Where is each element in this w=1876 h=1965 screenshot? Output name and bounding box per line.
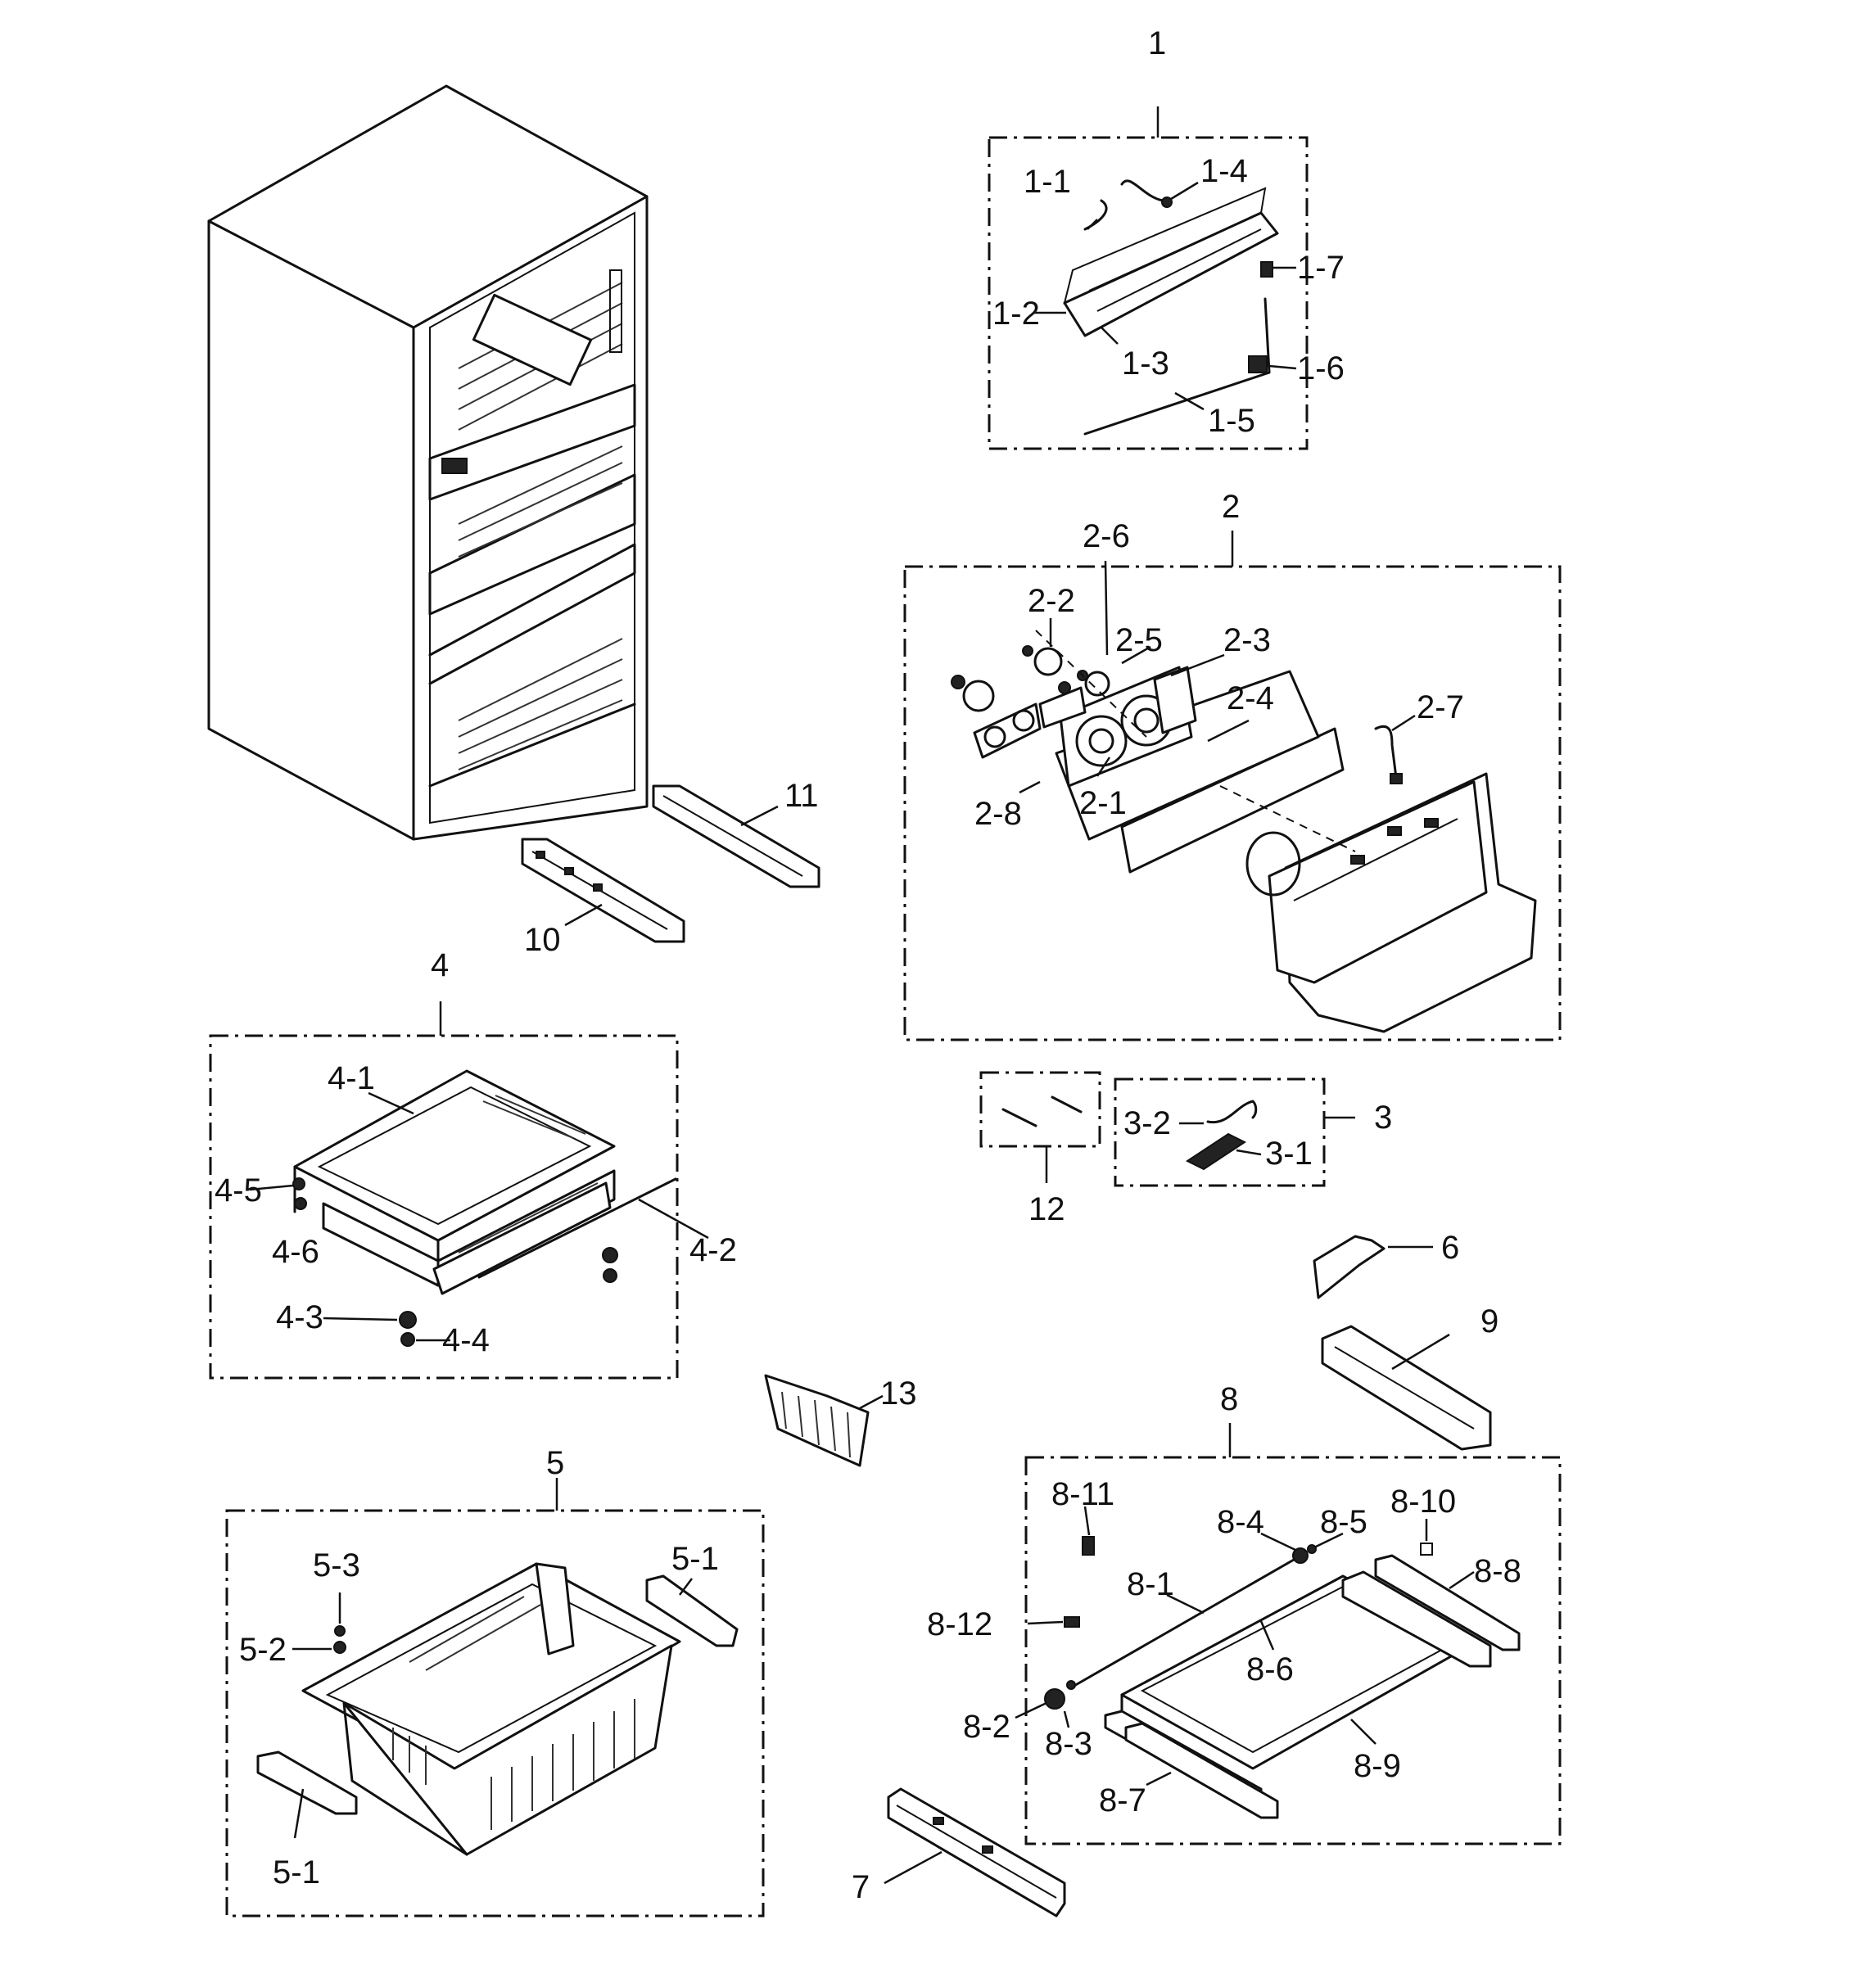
label-3: 3 — [1374, 1100, 1392, 1136]
part-12: 12 — [979, 1071, 1101, 1227]
label-8-7: 8-7 — [1099, 1782, 1146, 1818]
label-5-3: 5-3 — [313, 1547, 360, 1583]
label-7: 7 — [852, 1869, 870, 1905]
label-8-11: 8-11 — [1051, 1476, 1114, 1512]
part-7: 7 — [852, 1787, 1066, 1918]
label-1-6: 1-6 — [1297, 350, 1345, 386]
label-2-2: 2-2 — [1028, 583, 1075, 619]
label-8-5: 8-5 — [1320, 1504, 1367, 1540]
label-1-1: 1-1 — [1024, 164, 1071, 200]
assembly-2: 2 — [903, 489, 1562, 1041]
label-13: 13 — [880, 1376, 917, 1412]
label-4-1: 4-1 — [328, 1060, 375, 1096]
label-8-6: 8-6 — [1246, 1651, 1294, 1687]
label-3-2: 3-2 — [1123, 1105, 1171, 1141]
label-1-5: 1-5 — [1208, 403, 1255, 439]
refrigerator-cabinet — [207, 84, 649, 841]
label-8: 8 — [1220, 1381, 1238, 1417]
label-5-1-bottom: 5-1 — [273, 1854, 320, 1890]
label-1: 1 — [1148, 25, 1166, 61]
label-2-3: 2-3 — [1223, 622, 1271, 658]
label-2: 2 — [1222, 489, 1240, 525]
assembly-3: 3 3-2 3-1 — [1114, 1077, 1392, 1187]
label-1-3: 1-3 — [1122, 346, 1169, 382]
label-8-4: 8-4 — [1217, 1504, 1264, 1540]
assembly-5: 5 5-3 — [225, 1445, 765, 1918]
label-4-6: 4-6 — [272, 1234, 319, 1270]
drawer-frame — [293, 1069, 616, 1242]
part-6: 6 — [1313, 1230, 1459, 1299]
label-2-5: 2-5 — [1115, 622, 1163, 658]
label-8-2: 8-2 — [963, 1709, 1010, 1745]
assembly-1: 1 1-1 1-4 1-7 1-2 1-3 1-6 1-5 — [988, 25, 1345, 450]
label-5-2: 5-2 — [239, 1632, 287, 1668]
part-9: 9 — [1321, 1303, 1499, 1451]
label-4-2: 4-2 — [689, 1232, 737, 1268]
label-2-8: 2-8 — [974, 796, 1022, 832]
label-6: 6 — [1441, 1230, 1459, 1266]
label-9: 9 — [1480, 1303, 1499, 1339]
label-4: 4 — [431, 947, 449, 983]
label-8-3: 8-3 — [1045, 1726, 1092, 1762]
label-4-4: 4-4 — [442, 1322, 490, 1358]
part-10: 10 — [521, 838, 685, 958]
label-1-2: 1-2 — [992, 296, 1040, 332]
label-5: 5 — [546, 1445, 564, 1481]
label-11: 11 — [784, 778, 819, 814]
label-8-1: 8-1 — [1127, 1566, 1174, 1602]
label-2-7: 2-7 — [1417, 689, 1464, 725]
part-13: 13 — [764, 1374, 917, 1467]
label-2-6: 2-6 — [1083, 518, 1130, 554]
label-2-4: 2-4 — [1227, 680, 1274, 716]
assembly-8: 8 8-11 8-4 8-5 8-10 — [927, 1381, 1562, 1845]
label-1-7: 1-7 — [1297, 250, 1345, 286]
label-12: 12 — [1028, 1191, 1065, 1227]
part-11: 11 — [652, 778, 820, 888]
label-10: 10 — [524, 922, 561, 958]
label-8-12: 8-12 — [927, 1606, 992, 1642]
label-1-4: 1-4 — [1200, 153, 1248, 189]
label-3-1: 3-1 — [1265, 1136, 1313, 1172]
label-8-10: 8-10 — [1390, 1484, 1456, 1520]
label-2-1: 2-1 — [1079, 785, 1127, 821]
label-4-5: 4-5 — [215, 1172, 262, 1208]
label-8-8: 8-8 — [1474, 1553, 1521, 1589]
label-8-9: 8-9 — [1354, 1748, 1401, 1784]
assembly-4: 4 4-1 4-5 4-6 4-2 4-3 — [209, 947, 737, 1380]
label-5-1-top: 5-1 — [671, 1541, 719, 1577]
label-4-3: 4-3 — [276, 1299, 323, 1335]
